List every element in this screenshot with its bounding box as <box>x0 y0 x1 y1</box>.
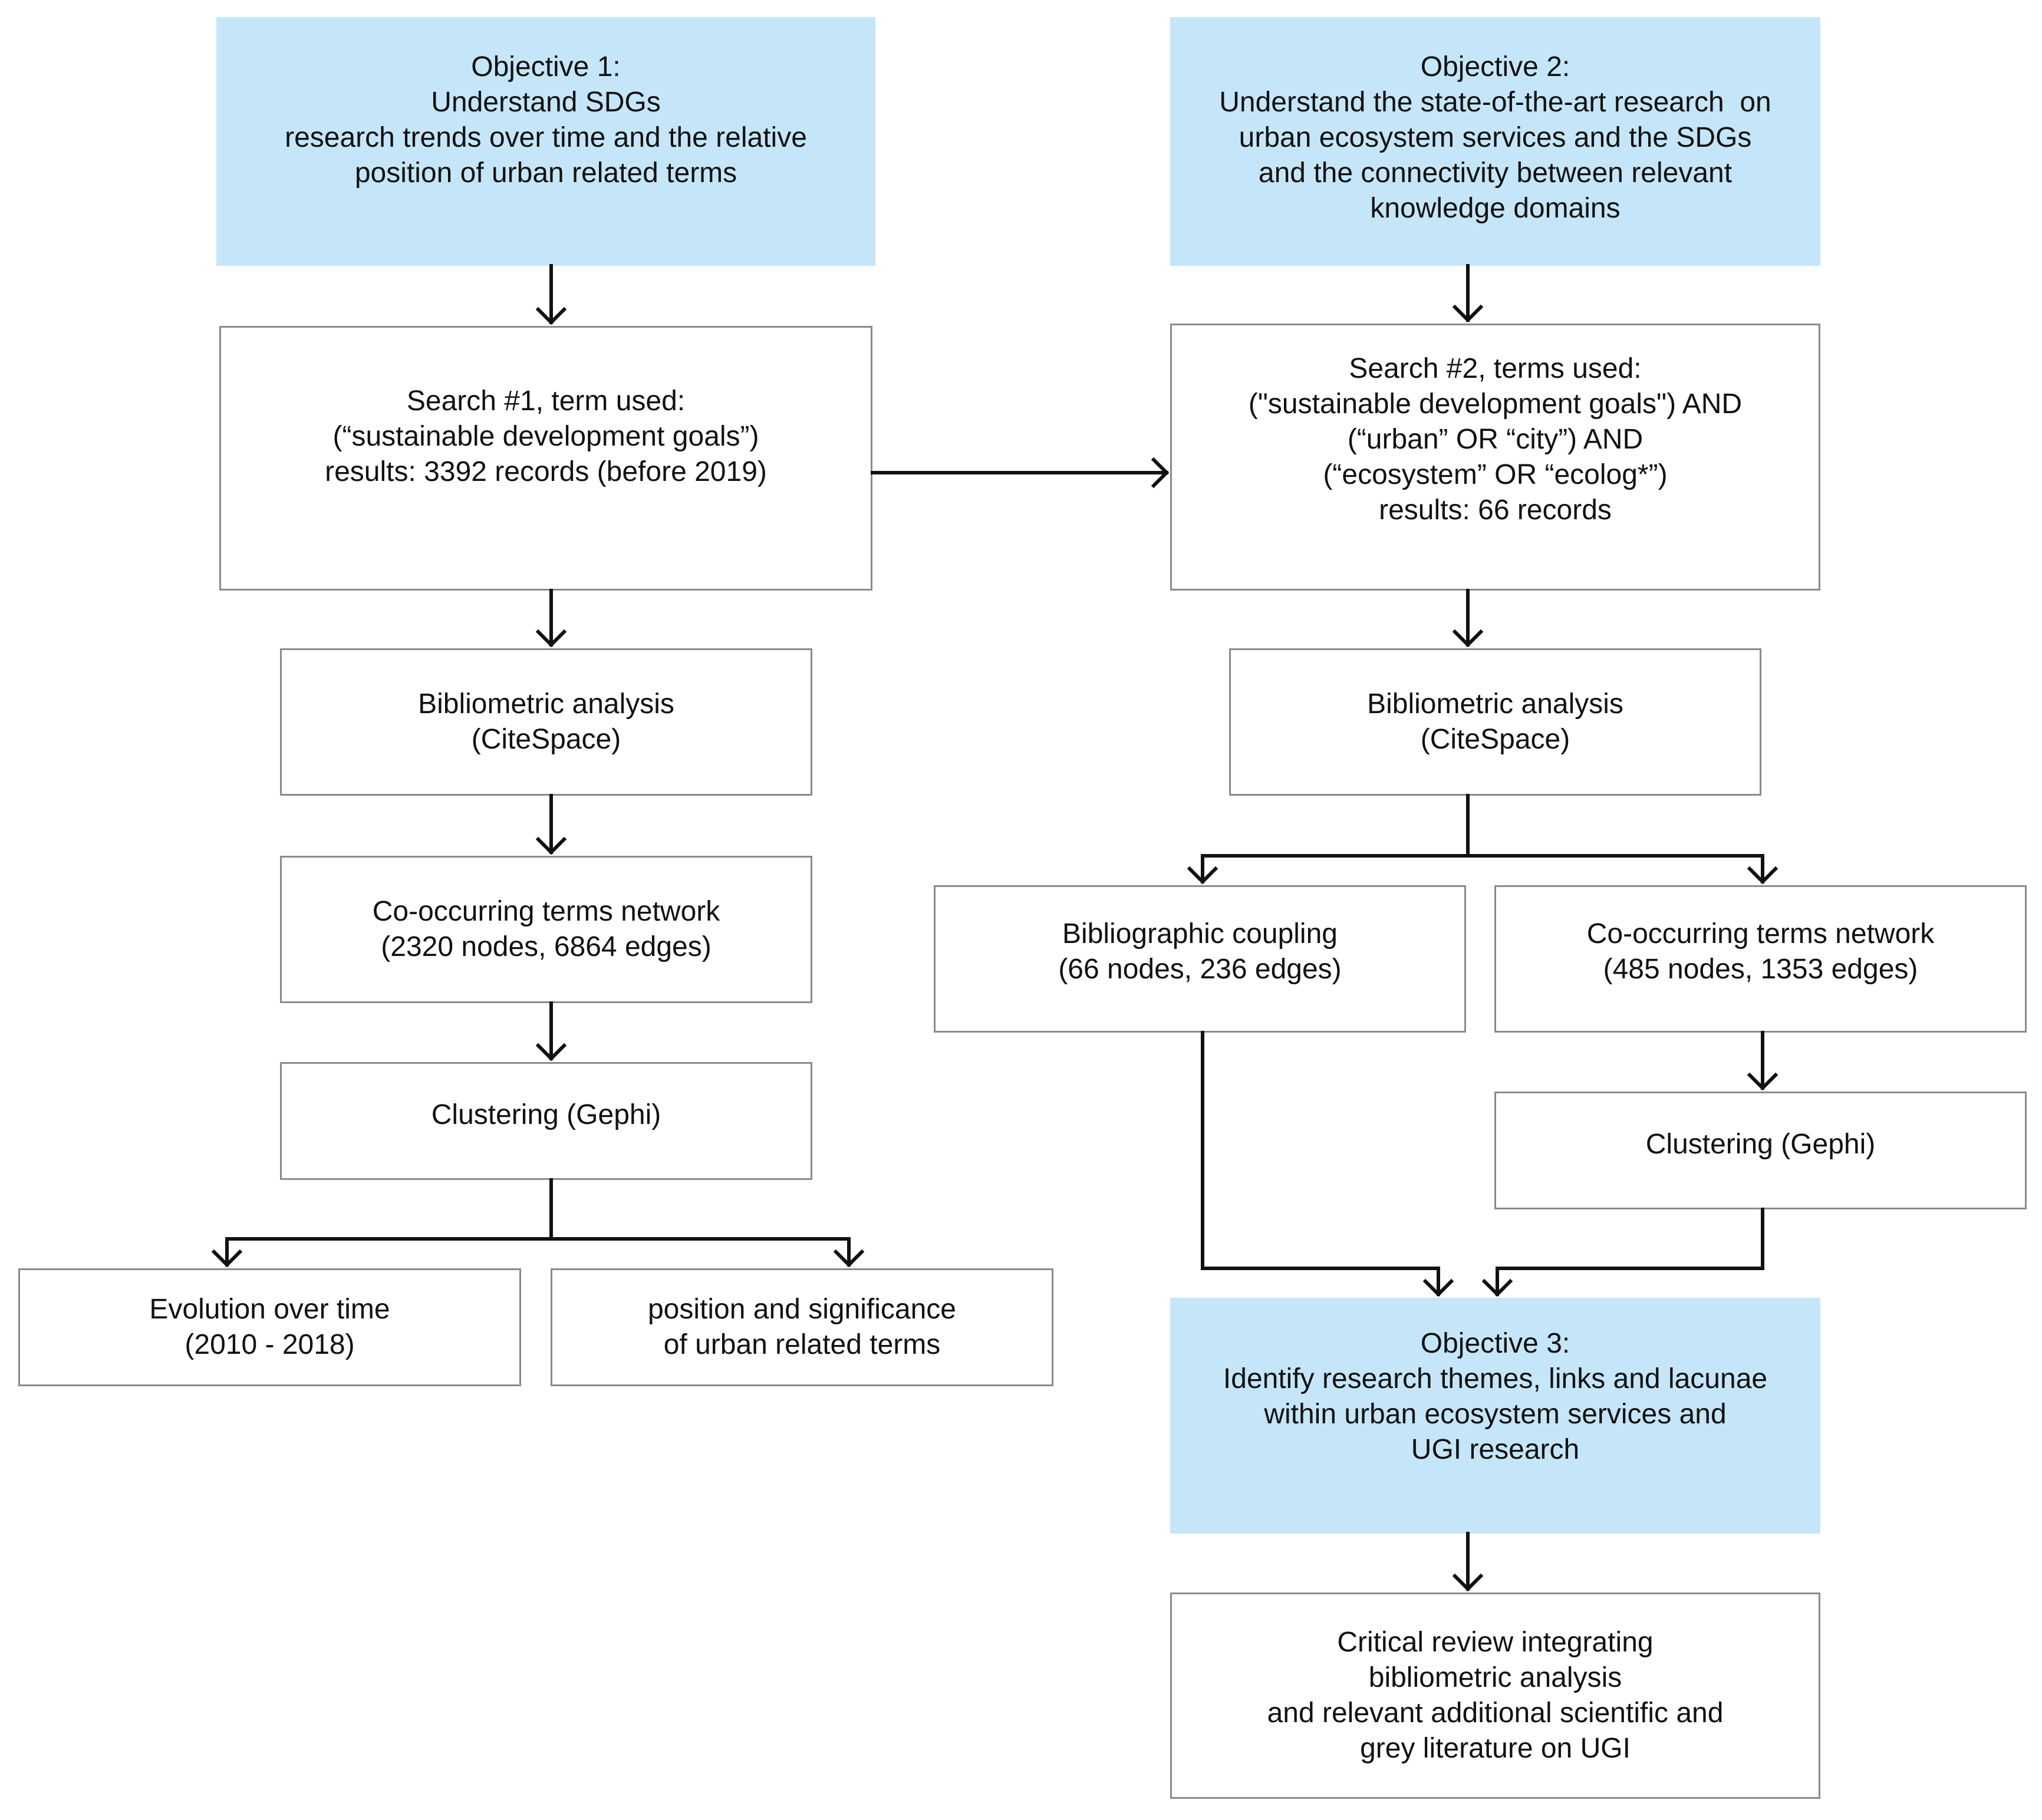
co-occurring-network-1-box: Co-occurring terms network (2320 nodes, … <box>280 856 812 1003</box>
search-2-line: results: 66 records <box>1379 494 1612 526</box>
objective-2-line: urban ecosystem services and the SDGs <box>1239 122 1752 153</box>
arrow-cluster2-to-objective3 <box>1481 1208 1764 1297</box>
arrow-coupling-to-objective3 <box>1201 1031 1454 1297</box>
arrow-to-position <box>833 1237 865 1268</box>
search-2-line: ("sustainable development goals") AND <box>1248 388 1743 420</box>
bibliographic-coupling-box: Bibliographic coupling (66 nodes, 236 ed… <box>934 885 1466 1033</box>
arrow-search1-to-search2 <box>871 457 1170 489</box>
arrow-objective2-to-search2 <box>1452 264 1484 323</box>
clustering-2-box: Clustering (Gephi) <box>1494 1092 2027 1209</box>
co-occurring-network-2-line: (485 nodes, 1353 edges) <box>1603 954 1918 985</box>
objective-1-line: research trends over time and the relati… <box>285 122 807 153</box>
arrow-objective1-to-search1 <box>535 264 567 325</box>
search-2-line: (“urban” OR “city”) AND <box>1347 424 1644 455</box>
critical-review-box: Critical review integrating bibliometric… <box>1170 1592 1820 1799</box>
search-1-box: Search #1, term used: (“sustainable deve… <box>219 326 872 591</box>
search-1-line: (“sustainable development goals”) <box>332 421 759 452</box>
position-significance-line: position and significance <box>647 1294 956 1325</box>
co-occurring-network-1-line: Co-occurring terms network <box>372 896 720 927</box>
arrow-search2-to-biblio2 <box>1452 589 1484 648</box>
objective-3-line: within urban ecosystem services and <box>1264 1399 1727 1430</box>
objective-1-line: Objective 1: <box>471 51 621 83</box>
bibliographic-coupling-line: Bibliographic coupling <box>1062 918 1338 949</box>
bibliometric-analysis-1-line: Bibliometric analysis <box>418 688 674 720</box>
clustering-1-box: Clustering (Gephi) <box>280 1062 812 1180</box>
objective-2-line: Understand the state-of-the-art research… <box>1219 87 1771 118</box>
position-significance-box: position and significance of urban relat… <box>551 1268 1053 1386</box>
clustering-1-line: Clustering (Gephi) <box>431 1099 661 1130</box>
evolution-over-time-line: (2010 - 2018) <box>185 1329 355 1360</box>
objective-3-line: Objective 3: <box>1420 1328 1570 1359</box>
evolution-over-time-box: Evolution over time (2010 - 2018) <box>18 1268 521 1386</box>
critical-review-line: and relevant additional scientific and <box>1267 1697 1724 1729</box>
objective-3-line: UGI research <box>1411 1434 1580 1465</box>
arrow-biblio2-split <box>1201 794 1764 858</box>
co-occurring-network-1-line: (2320 nodes, 6864 edges) <box>381 931 712 962</box>
objective-2-line: and the connectivity between relevant <box>1258 157 1733 189</box>
bibliometric-analysis-1-line: (CiteSpace) <box>471 724 621 755</box>
co-occurring-network-2-line: Co-occurring terms network <box>1586 918 1935 949</box>
arrow-to-coupling <box>1187 854 1218 885</box>
arrow-biblio1-to-cooccur1 <box>535 794 567 855</box>
search-2-box: Search #2, terms used: ("sustainable dev… <box>1170 324 1820 591</box>
search-2-line: (“ecosystem” OR “ecolog*”) <box>1323 459 1668 490</box>
arrow-cluster1-split <box>225 1178 851 1241</box>
objective-2-line: knowledge domains <box>1370 193 1621 224</box>
co-occurring-network-2-box: Co-occurring terms network (485 nodes, 1… <box>1494 885 2027 1033</box>
objective-2-line: Objective 2: <box>1420 51 1570 83</box>
critical-review-line: grey literature on UGI <box>1360 1733 1631 1764</box>
clustering-2-line: Clustering (Gephi) <box>1645 1129 1876 1160</box>
bibliometric-analysis-2-line: Bibliometric analysis <box>1367 688 1623 720</box>
arrow-to-evolution <box>211 1237 243 1268</box>
arrow-to-cooccur2 <box>1747 854 1778 885</box>
bibliometric-analysis-2-box: Bibliometric analysis (CiteSpace) <box>1229 648 1761 796</box>
arrow-search1-to-biblio1 <box>535 589 567 648</box>
evolution-over-time-line: Evolution over time <box>149 1294 390 1325</box>
critical-review-line: bibliometric analysis <box>1368 1662 1622 1693</box>
bibliographic-coupling-line: (66 nodes, 236 edges) <box>1058 954 1342 985</box>
arrow-objective3-to-review <box>1452 1532 1484 1592</box>
objective-3-box: Objective 3: Identify research themes, l… <box>1170 1298 1820 1534</box>
objective-1-line: position of urban related terms <box>354 157 737 189</box>
arrow-cooccur2-to-cluster2 <box>1747 1031 1778 1091</box>
objective-1-line: Understand SDGs <box>431 87 661 118</box>
search-2-line: Search #2, terms used: <box>1349 353 1642 384</box>
objective-3-line: Identify research themes, links and lacu… <box>1223 1363 1768 1394</box>
position-significance-line: of urban related terms <box>663 1329 941 1360</box>
objective-2-box: Objective 2: Understand the state-of-the… <box>1170 17 1820 266</box>
search-1-line: results: 3392 records (before 2019) <box>325 456 767 487</box>
bibliometric-analysis-1-box: Bibliometric analysis (CiteSpace) <box>280 648 812 796</box>
objective-1-box: Objective 1: Understand SDGs research tr… <box>216 17 875 266</box>
arrow-cooccur1-to-cluster1 <box>535 1001 567 1061</box>
search-1-line: Search #1, term used: <box>406 385 686 417</box>
bibliometric-analysis-2-line: (CiteSpace) <box>1420 724 1570 755</box>
critical-review-line: Critical review integrating <box>1337 1627 1654 1658</box>
